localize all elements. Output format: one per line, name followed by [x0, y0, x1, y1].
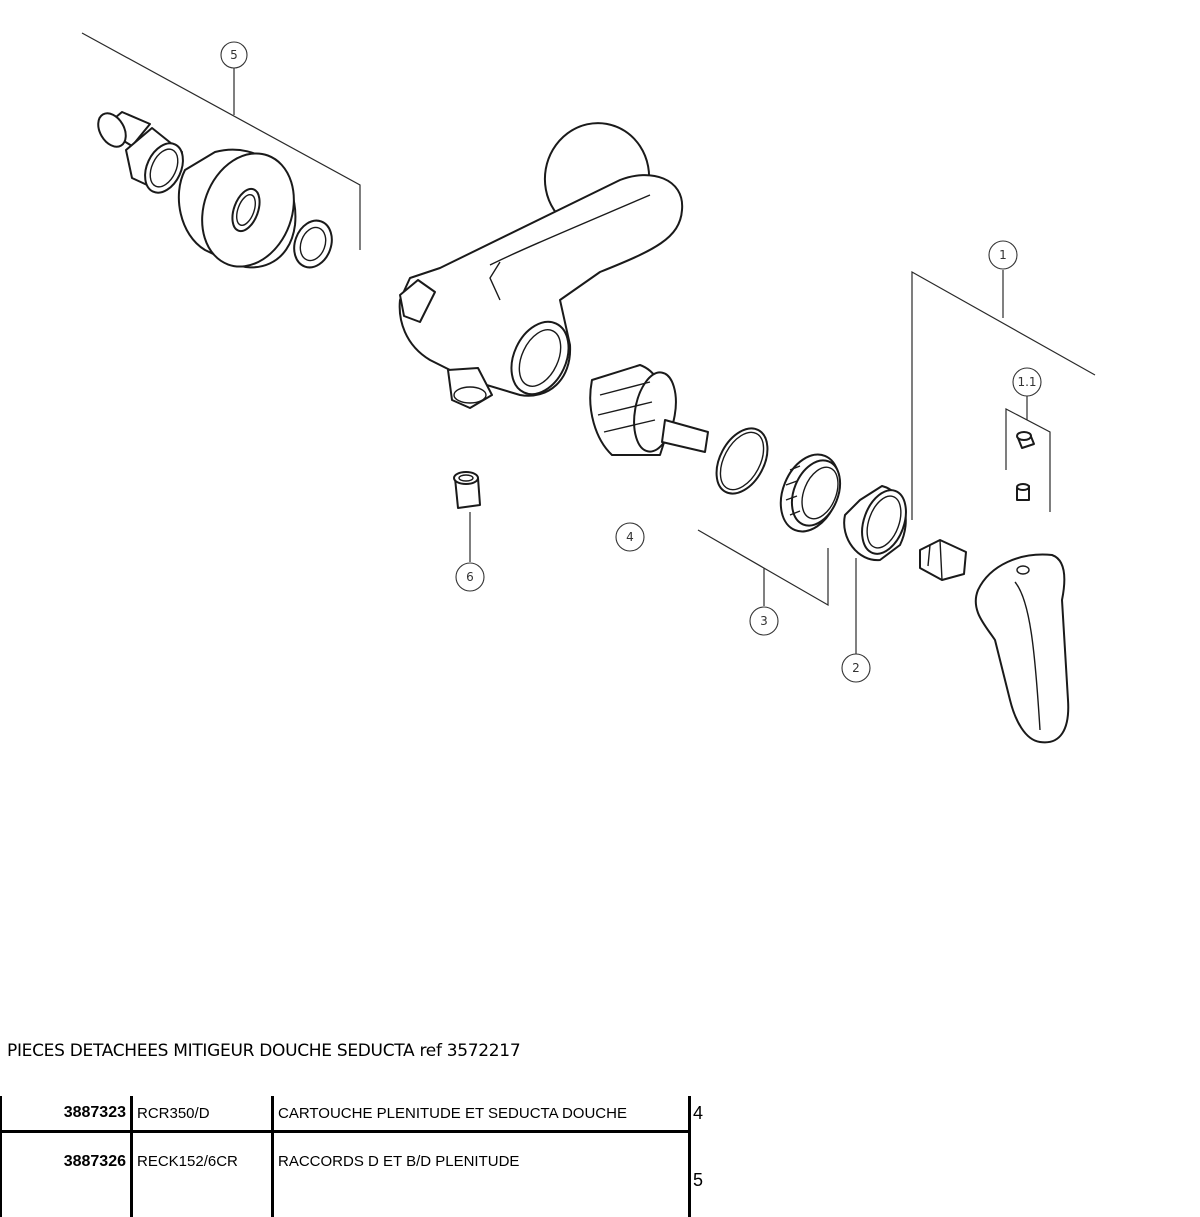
leader-3 [698, 530, 828, 605]
part-shower-nozzle [454, 472, 480, 508]
exploded-view-diagram: 5 1 1.1 4 6 3 2 [0, 0, 1200, 1000]
table-row: 3887326 RECK152/6CR RACCORDS D ET B/D PL… [1, 1132, 690, 1217]
svg-text:6: 6 [466, 570, 474, 584]
svg-text:1.1: 1.1 [1017, 375, 1036, 389]
callout-2: 2 [842, 654, 870, 682]
part-connector-eccentric [93, 108, 191, 198]
part-ref-cell: 3887323 [1, 1096, 132, 1132]
part-description-cell: RACCORDS D ET B/D PLENITUDE [273, 1132, 690, 1217]
part-item-number: 4 [693, 1103, 703, 1124]
part-adapter [920, 540, 966, 580]
svg-text:4: 4 [626, 530, 634, 544]
part-threaded-nut [770, 446, 850, 540]
part-o-ring [706, 420, 778, 502]
parts-table: 3887323 RCR350/D CARTOUCHE PLENITUDE ET … [0, 1096, 691, 1217]
part-ref-cell: 3887326 [1, 1132, 132, 1217]
callout-5: 5 [221, 42, 247, 68]
callout-1: 1 [989, 241, 1017, 269]
page-title: PIECES DETACHEES MITIGEUR DOUCHE SEDUCTA… [7, 1041, 520, 1061]
callout-4: 4 [616, 523, 644, 551]
svg-text:5: 5 [230, 48, 238, 62]
part-item-number: 5 [693, 1170, 703, 1191]
part-cartridge [590, 365, 708, 455]
part-code-cell: RCR350/D [132, 1096, 273, 1132]
callout-3: 3 [750, 607, 778, 635]
svg-text:2: 2 [852, 661, 860, 675]
svg-text:1: 1 [999, 248, 1007, 262]
part-description-cell: CARTOUCHE PLENITUDE ET SEDUCTA DOUCHE [273, 1096, 690, 1132]
svg-text:3: 3 [760, 614, 768, 628]
callout-6: 6 [456, 563, 484, 591]
table-row: 3887323 RCR350/D CARTOUCHE PLENITUDE ET … [1, 1096, 690, 1132]
part-wall-rosette [179, 140, 309, 279]
part-lever-handle [976, 555, 1069, 743]
part-screw-cap [1017, 432, 1034, 500]
part-code-cell: RECK152/6CR [132, 1132, 273, 1217]
callout-1-1: 1.1 [1013, 368, 1041, 396]
part-cover-sleeve [844, 484, 914, 560]
